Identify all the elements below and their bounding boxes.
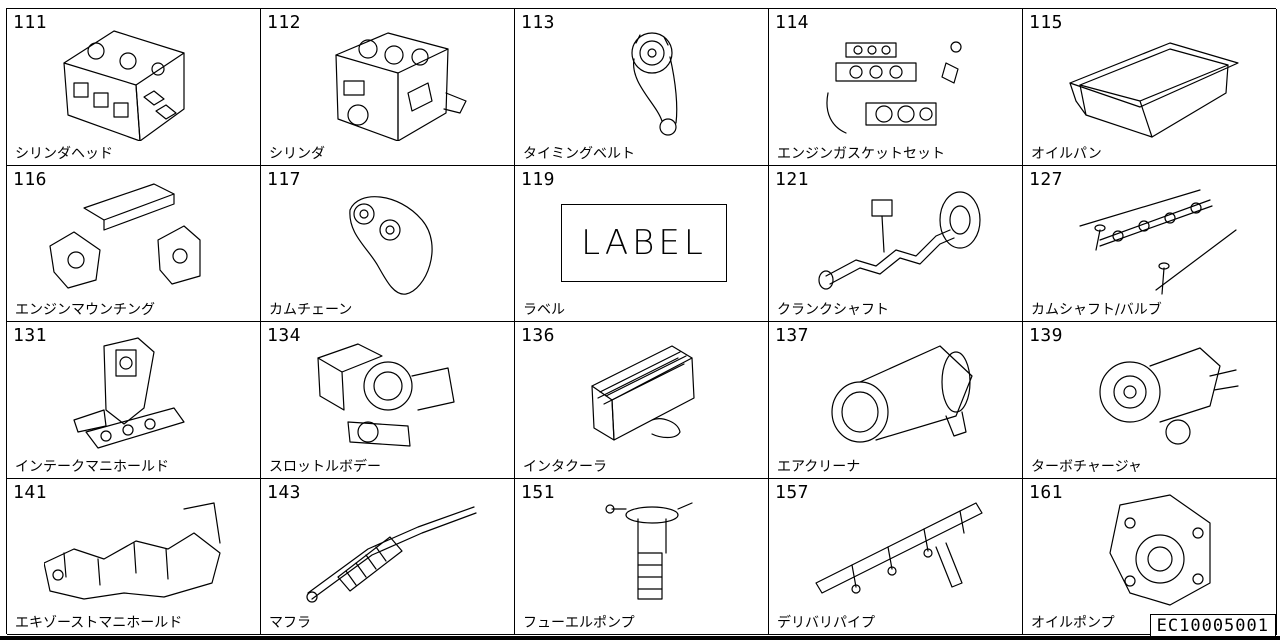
engine-mount-icon [49, 182, 201, 289]
part-cell-117[interactable]: 117 カムチェーン [261, 165, 515, 322]
part-cell-115[interactable]: 115 オイルパン [1023, 9, 1277, 166]
part-code: 141 [13, 481, 48, 503]
part-code: 157 [775, 481, 810, 503]
part-name: スロットルボデー [269, 458, 381, 475]
part-name: オイルポンプ [1031, 615, 1115, 631]
part-name: カムチェーン [269, 302, 353, 318]
part-code: 139 [1029, 325, 1064, 346]
oil-pump-icon [1109, 493, 1211, 606]
part-code: 117 [267, 168, 302, 190]
bottom-rule [0, 636, 1280, 640]
part-cell-134[interactable]: 134 スロットルボデー [261, 322, 515, 479]
part-name: シリンダヘッド [15, 145, 113, 162]
exhaust-manifold-icon [44, 501, 221, 600]
part-code: 115 [1029, 12, 1064, 33]
part-cell-131[interactable]: 131 インテークマニホールド [7, 322, 261, 479]
part-code: 143 [267, 481, 302, 503]
part-cell-127[interactable]: 127 カムシャフト/バルブ [1023, 165, 1277, 322]
throttle-body-icon [317, 343, 455, 447]
parts-grid: 111 シリンダヘッド 112 シリンダ 113 タイミングベルト 114 [6, 8, 1277, 635]
part-name: エアクリーナ [777, 458, 861, 475]
timing-belt-icon [631, 32, 678, 136]
part-name: クランクシャフト [777, 302, 889, 318]
page-code-label: EC10005001 [1149, 614, 1276, 638]
cam-chain-icon [349, 195, 433, 295]
part-cell-151[interactable]: 151 フューエルポンプ [515, 478, 769, 635]
part-cell-137[interactable]: 137 エアクリーナ [769, 322, 1023, 479]
label-icon: LABEL [561, 203, 727, 282]
part-code: 137 [775, 325, 810, 346]
part-code: 113 [521, 12, 556, 33]
part-name: カムシャフト/バルブ [1031, 302, 1162, 318]
cylinder-block-icon [335, 32, 467, 141]
part-cell-111[interactable]: 111 シリンダヘッド [7, 9, 261, 166]
part-code: 116 [13, 168, 48, 190]
fuel-pump-icon [605, 501, 693, 600]
part-code: 114 [775, 12, 810, 33]
part-cell-143[interactable]: 143 マフラ [261, 478, 515, 635]
part-cell-121[interactable]: 121 クランクシャフト [769, 165, 1023, 322]
part-cell-112[interactable]: 112 シリンダ [261, 9, 515, 166]
part-code: 127 [1029, 168, 1064, 190]
part-code: 136 [521, 325, 556, 346]
intercooler-icon [591, 345, 695, 441]
intake-manifold-icon [73, 337, 185, 449]
part-cell-114[interactable]: 114 エンジンガスケットセット [769, 9, 1023, 166]
part-cell-139[interactable]: 139 ターボチャージャ [1023, 322, 1277, 479]
part-code: 151 [521, 481, 556, 503]
part-code: 134 [267, 325, 302, 346]
part-name: エキゾーストマニホールド [15, 615, 183, 631]
part-name: フューエルポンプ [523, 615, 635, 631]
part-cell-119[interactable]: 119 LABEL ラベル [515, 165, 769, 322]
part-name: マフラ [269, 615, 311, 631]
crankshaft-icon [818, 190, 981, 290]
part-cell-116[interactable]: 116 エンジンマウンチング [7, 165, 261, 322]
part-name: ラベル [523, 302, 565, 318]
cylinder-head-icon [63, 30, 185, 141]
part-cell-157[interactable]: 157 デリバリパイプ [769, 478, 1023, 635]
part-cell-161[interactable]: 161 オイルポンプ [1023, 478, 1277, 635]
part-name: インテークマニホールド [15, 458, 169, 475]
part-name: シリンダ [269, 145, 325, 162]
part-name: タイミングベルト [523, 145, 635, 162]
delivery-pipe-icon [815, 501, 983, 594]
part-name: エンジンガスケットセット [777, 145, 945, 162]
part-code: 111 [13, 12, 48, 33]
gasket-set-icon [826, 41, 962, 134]
part-name: デリバリパイプ [777, 615, 875, 631]
part-code: 112 [267, 12, 302, 33]
part-name: オイルパン [1031, 145, 1102, 162]
part-name: エンジンマウンチング [15, 302, 155, 318]
air-cleaner-icon [831, 345, 973, 443]
part-name: インタクーラ [523, 458, 607, 475]
part-name: ターボチャージャ [1031, 458, 1142, 475]
part-cell-141[interactable]: 141 エキゾーストマニホールド [7, 478, 261, 635]
turbocharger-icon [1099, 347, 1239, 445]
part-code: 131 [13, 325, 48, 346]
part-cell-113[interactable]: 113 タイミングベルト [515, 9, 769, 166]
part-cell-136[interactable]: 136 インタクーラ [515, 322, 769, 479]
muffler-icon [306, 505, 477, 603]
part-code: 119 [521, 168, 556, 190]
part-code: 161 [1029, 481, 1064, 503]
camshaft-valve-icon [1079, 188, 1237, 295]
oil-pan-icon [1069, 42, 1239, 138]
part-code: 121 [775, 168, 810, 190]
